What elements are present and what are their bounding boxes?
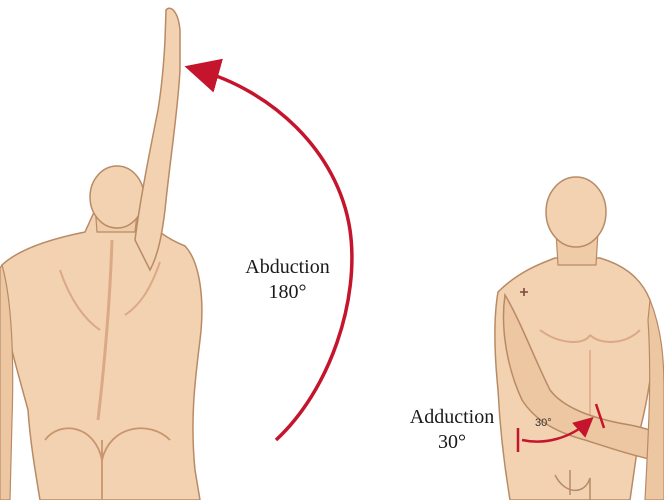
adduction-label: Adduction 30°	[402, 405, 502, 455]
abduction-name: Abduction	[225, 255, 350, 280]
back-view-figure	[0, 8, 202, 500]
raised-arm	[135, 8, 180, 270]
adduction-inline-angle: 30°	[535, 417, 552, 429]
abduction-angle: 180°	[225, 280, 350, 305]
front-view-figure	[495, 177, 664, 500]
adduction-name: Adduction	[402, 405, 502, 430]
abduction-label: Abduction 180°	[225, 255, 350, 305]
back-head	[90, 166, 144, 228]
front-head	[546, 177, 606, 247]
adduction-angle: 30°	[402, 430, 502, 455]
